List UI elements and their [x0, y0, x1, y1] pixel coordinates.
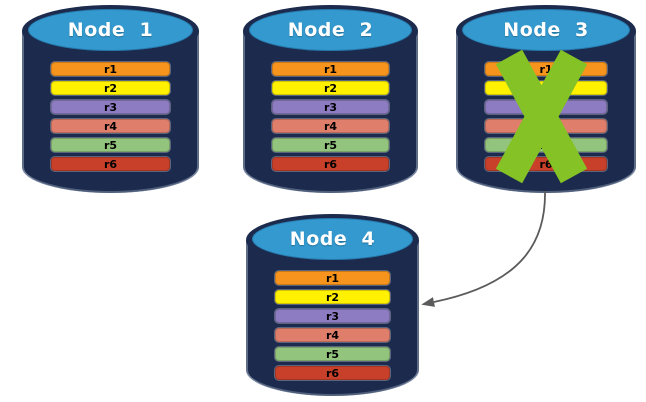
node-3-label: Node 3 — [503, 18, 589, 41]
record-bar-r2: r2 — [51, 81, 170, 95]
cylinder-top-face: Node 3 — [462, 9, 630, 51]
node-4-label: Node 4 — [289, 227, 376, 250]
cylinder-top-face: Node 4 — [252, 218, 413, 260]
record-bar-r6: r6 — [272, 157, 389, 171]
node-1-label: Node 1 — [67, 18, 154, 41]
record-bar-r6: r6 — [51, 157, 170, 171]
cylinder-top-face: Node 2 — [249, 9, 412, 51]
record-bar-r6: r6 — [275, 366, 390, 380]
record-bar-r5: r5 — [275, 347, 390, 361]
node-4-cylinder: Node 4 r1 r2 r3 r4 r5 r6 — [246, 214, 419, 396]
cylinder-top-face: Node 1 — [28, 9, 193, 51]
node-3-cylinder: Node 3 r1 r2 r3 r4 r5 r6 — [456, 5, 636, 193]
record-bar-r2: r2 — [272, 81, 389, 95]
record-bar-r4: r4 — [272, 119, 389, 133]
record-bar-r5: r5 — [51, 138, 170, 152]
node-2-label: Node 2 — [287, 18, 374, 41]
record-bar-r1: r1 — [275, 271, 390, 285]
record-bar-r4: r4 — [275, 328, 390, 342]
node-1-cylinder: Node 1 r1 r2 r3 r4 r5 r6 — [22, 5, 199, 193]
record-bar-r3: r3 — [275, 309, 390, 323]
node-1-records: r1 r2 r3 r4 r5 r6 — [51, 62, 170, 171]
record-bar-r4: r4 — [51, 119, 170, 133]
record-bar-r5: r5 — [272, 138, 389, 152]
record-bar-r2: r2 — [275, 290, 390, 304]
record-bar-r1: r1 — [51, 62, 170, 76]
record-bar-r3: r3 — [272, 100, 389, 114]
record-bar-r1: r1 — [272, 62, 389, 76]
node-4-records: r1 r2 r3 r4 r5 r6 — [275, 271, 390, 380]
node-failure-x-icon — [495, 49, 588, 184]
record-bar-r3: r3 — [51, 100, 170, 114]
node-2-cylinder: Node 2 r1 r2 r3 r4 r5 r6 — [243, 5, 418, 193]
node-2-records: r1 r2 r3 r4 r5 r6 — [272, 62, 389, 171]
